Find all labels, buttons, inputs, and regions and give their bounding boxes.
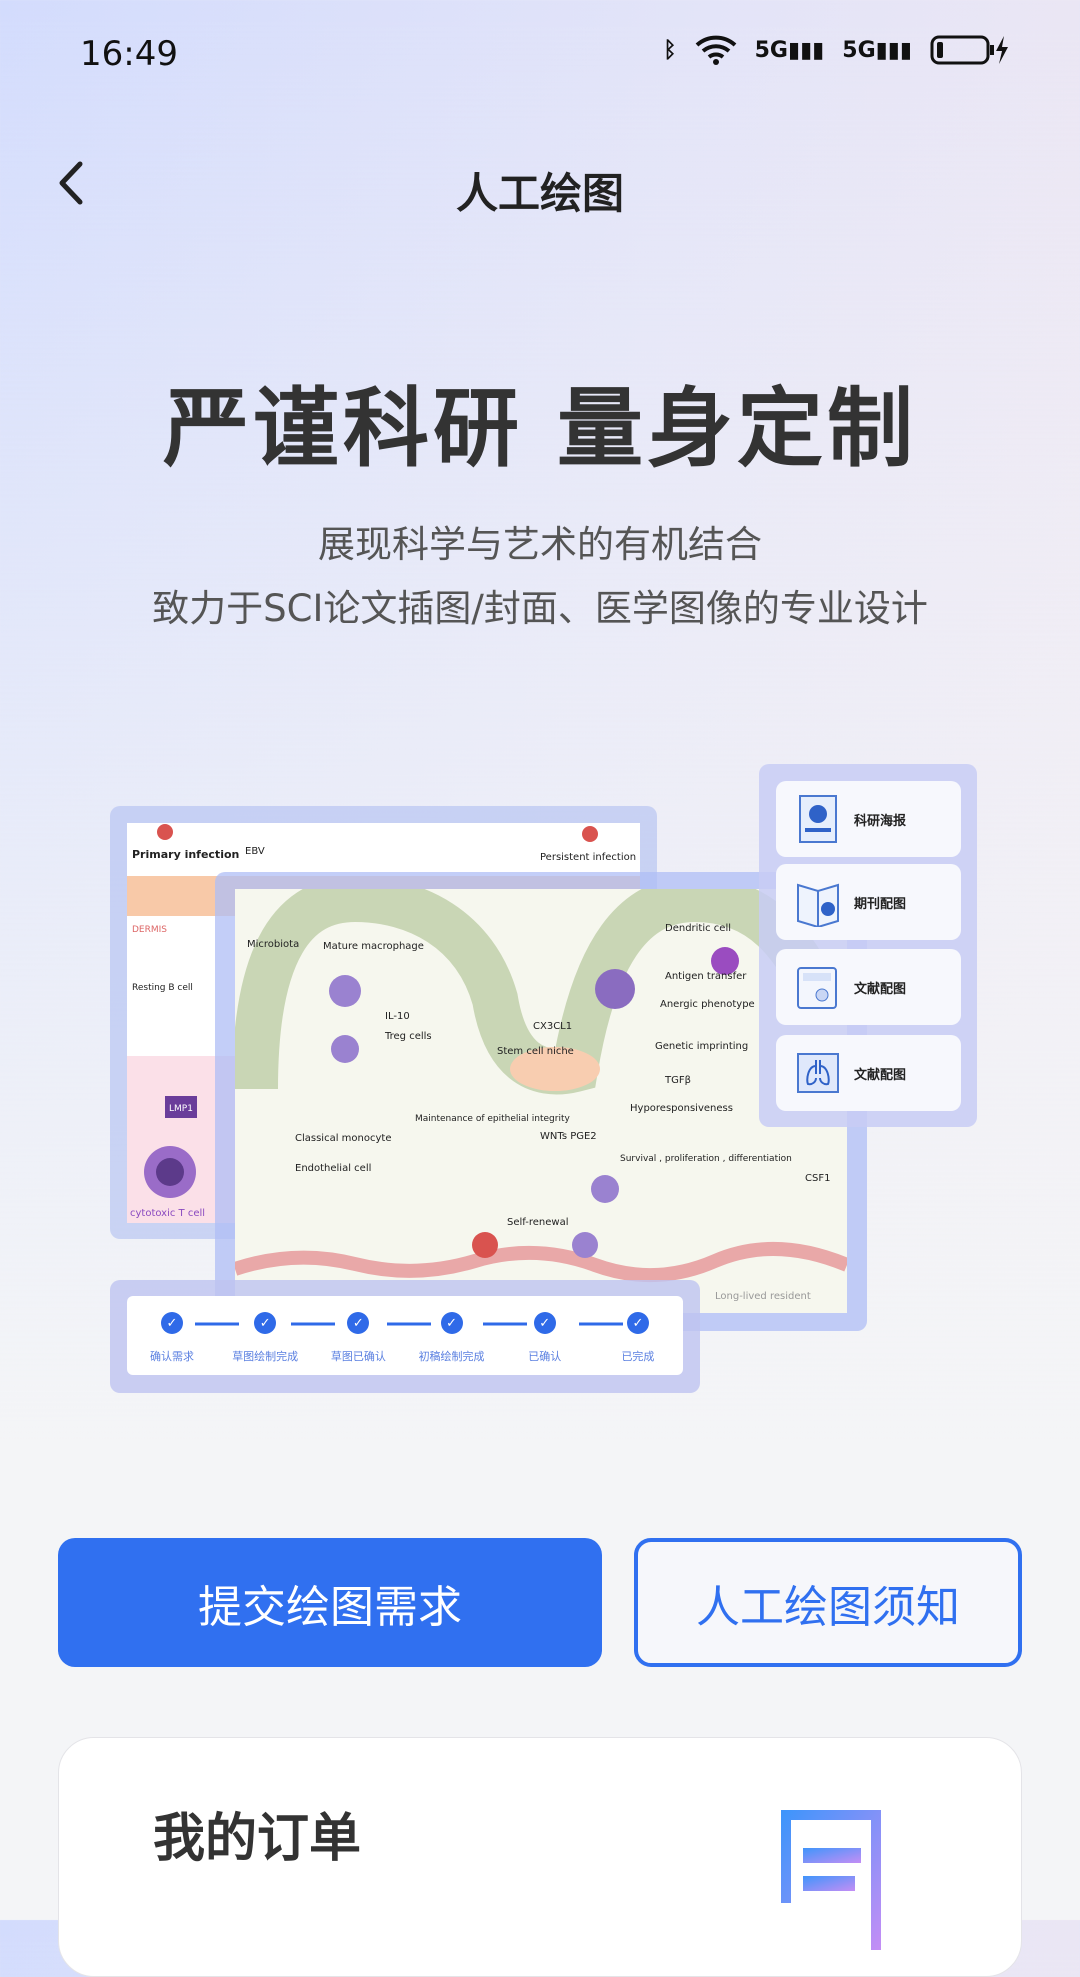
label: Anergic phenotype [660, 999, 755, 1010]
label: Endothelial cell [295, 1163, 371, 1174]
hero-headline: 严谨科研 量身定制 [163, 379, 917, 479]
label: Self-renewal [507, 1217, 568, 1228]
submit-request-button[interactable]: 提交绘图需求 [58, 1538, 602, 1667]
check-icon: ✓ [440, 1312, 463, 1334]
check-icon: ✓ [533, 1312, 556, 1334]
signal-5g-icon: 5G▮▮▮ [842, 37, 912, 63]
check-icon: ✓ [254, 1312, 277, 1334]
back-button[interactable] [52, 158, 92, 208]
my-orders-card[interactable]: 我的订单 [58, 1737, 1022, 1977]
step-label: 已完成 [621, 1350, 655, 1363]
sample-card-main: Microbiota Mature macrophage IL-10 Treg … [215, 872, 867, 1331]
label: Primary infection [132, 848, 239, 861]
label: LMP1 [169, 1104, 193, 1114]
progress-step: ✓ 草图已确认 [318, 1312, 398, 1375]
status-bar: 16:49 ᛒ 5G▮▮▮ 5G▮▮▮ [0, 0, 1080, 110]
label: Resting B cell [132, 983, 193, 993]
progress-stepper: ✓ 确认需求 ✓ 草图绘制完成 ✓ 草图已确认 ✓ 初稿绘制完成 ✓ 已确认 ✓ 已完成 [127, 1296, 683, 1375]
label: Stem cell niche [497, 1046, 574, 1057]
battery-charging-icon [930, 35, 1008, 65]
signal-5g-icon: 5G▮▮▮ [754, 37, 825, 63]
label: Mature macrophage [323, 941, 424, 952]
progress-step: ✓ 已完成 [598, 1312, 678, 1375]
category-label: 文献配图 [854, 1067, 907, 1083]
label: Survival , proliferation , differentiati… [620, 1154, 792, 1164]
page-title: 人工绘图 [455, 169, 624, 218]
status-icons: ᛒ 5G▮▮▮ 5G▮▮▮ [663, 34, 1010, 66]
label: Long-lived resident [715, 1291, 811, 1302]
label: Maintenance of epithelial integrity [415, 1114, 570, 1124]
category-label: 科研海报 [854, 813, 907, 829]
progress-step: ✓ 确认需求 [132, 1312, 212, 1375]
step-connectors [195, 1322, 623, 1326]
intestine-illustration: Microbiota Mature macrophage IL-10 Treg … [235, 889, 847, 1313]
step-label: 草图已确认 [330, 1350, 386, 1363]
label: CSF1 [805, 1173, 830, 1184]
journal-icon [797, 883, 839, 927]
status-time: 16:49 [80, 34, 178, 74]
orders-title: 我的订单 [153, 1809, 362, 1869]
label: Persistent infection [540, 852, 636, 863]
step-label: 初稿绘制完成 [418, 1350, 485, 1363]
progress-step: ✓ 已确认 [505, 1312, 585, 1375]
label: TGFβ [664, 1075, 691, 1086]
lungs-icon [797, 1053, 839, 1093]
label: IL-10 [385, 1011, 410, 1022]
label: Dendritic cell [665, 923, 731, 934]
category-label: 文献配图 [854, 981, 907, 997]
label: Treg cells [384, 1031, 432, 1042]
step-label: 已确认 [528, 1350, 562, 1363]
document-icon [797, 967, 837, 1009]
label: cytotoxic T cell [130, 1208, 205, 1219]
check-icon: ✓ [161, 1312, 183, 1334]
drawing-notice-button[interactable]: 人工绘图须知 [634, 1538, 1022, 1667]
category-literature[interactable]: 文献配图 [776, 949, 961, 1025]
category-poster[interactable]: 科研海报 [776, 781, 961, 857]
check-icon: ✓ [626, 1312, 649, 1334]
label: Microbiota [247, 939, 299, 950]
check-icon: ✓ [347, 1312, 370, 1334]
category-label: 期刊配图 [854, 896, 907, 912]
hero-subtitle: 致力于SCI论文插图/封面、医学图像的专业设计 [152, 587, 928, 630]
progress-step: ✓ 初稿绘制完成 [412, 1312, 492, 1375]
order-list-icon [781, 1810, 881, 1950]
category-medical[interactable]: 文献配图 [776, 1035, 961, 1111]
label: CX3CL1 [533, 1021, 572, 1032]
step-label: 草图绘制完成 [232, 1350, 299, 1363]
poster-icon [799, 795, 837, 843]
label: DERMIS [132, 925, 167, 935]
bluetooth-icon: ᛒ [663, 37, 677, 63]
label: Antigen transfer [665, 971, 747, 982]
step-label: 确认需求 [150, 1350, 194, 1363]
label: EBV [245, 846, 265, 857]
network-label: 5G [754, 37, 788, 63]
label: Classical monocyte [295, 1133, 391, 1144]
label: Genetic imprinting [655, 1041, 748, 1052]
label: WNTs PGE2 [540, 1131, 597, 1142]
progress-step: ✓ 草图绘制完成 [225, 1312, 305, 1375]
network-label: 5G [842, 37, 876, 63]
wifi-icon [695, 35, 736, 65]
hero-subtitle: 展现科学与艺术的有机结合 [318, 523, 762, 566]
category-journal[interactable]: 期刊配图 [776, 864, 961, 940]
label: Hyporesponsiveness [630, 1103, 733, 1114]
